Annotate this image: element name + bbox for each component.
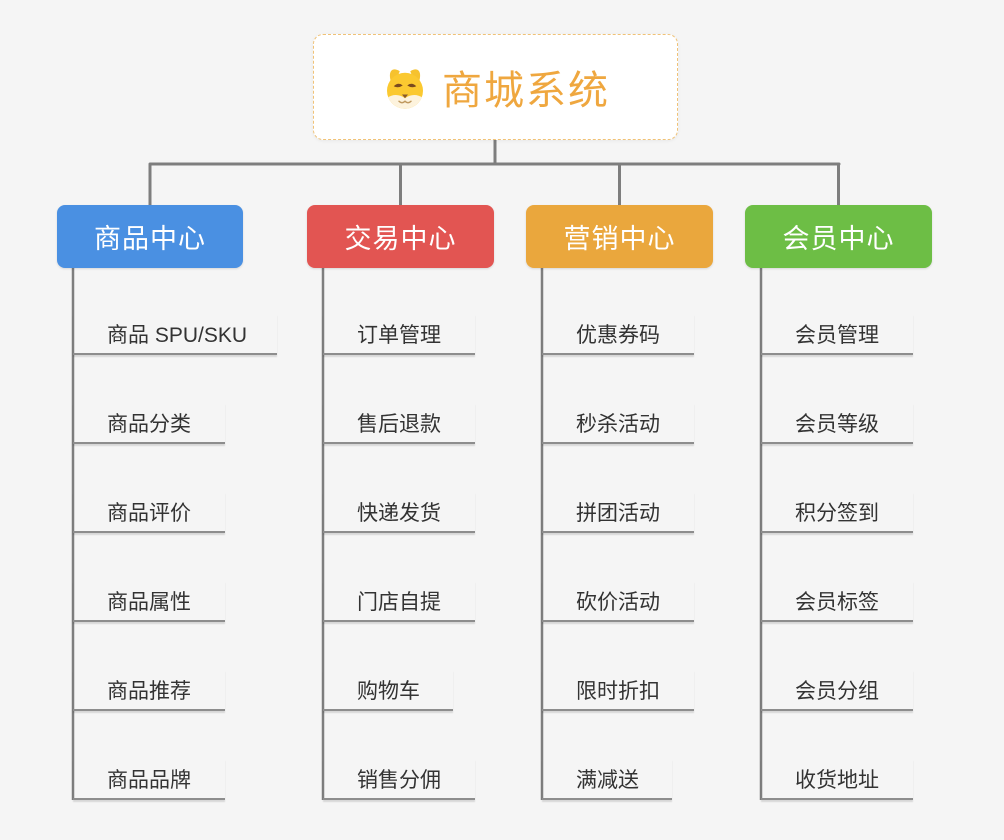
leaf-label: 购物车 — [357, 680, 420, 703]
leaf-node[interactable]: 商品推荐 — [73, 670, 225, 711]
leaf-label: 快递发货 — [357, 502, 441, 525]
leaf-label: 商品推荐 — [107, 680, 191, 703]
leaf-label: 收货地址 — [795, 769, 879, 792]
leaf-node[interactable]: 售后退款 — [323, 403, 475, 444]
leaf-label: 会员分组 — [795, 680, 879, 703]
leaf-node[interactable]: 商品属性 — [73, 581, 225, 622]
leaf-node[interactable]: 商品评价 — [73, 492, 225, 533]
leaf-label: 订单管理 — [357, 324, 441, 347]
branch-node-marketing-center[interactable]: 营销中心 — [526, 205, 713, 268]
leaf-label: 砍价活动 — [576, 591, 660, 614]
leaf-node[interactable]: 快递发货 — [323, 492, 475, 533]
branch-node-trade-center[interactable]: 交易中心 — [307, 205, 494, 268]
leaf-node[interactable]: 优惠券码 — [542, 314, 694, 355]
leaf-node[interactable]: 会员标签 — [761, 581, 913, 622]
root-to-branches-connector — [148, 138, 841, 207]
leaf-label: 商品 SPU/SKU — [107, 324, 248, 347]
leaf-label: 商品评价 — [107, 502, 191, 525]
leaf-node[interactable]: 满减送 — [542, 759, 672, 800]
leaf-node[interactable]: 商品分类 — [73, 403, 225, 444]
leaf-node[interactable]: 商品 SPU/SKU — [73, 314, 277, 355]
leaf-label: 满减送 — [576, 769, 639, 792]
leaf-node[interactable]: 会员分组 — [761, 670, 913, 711]
leaf-node[interactable]: 订单管理 — [323, 314, 475, 355]
branch-label: 商品中心 — [94, 224, 206, 254]
leaf-node[interactable]: 积分签到 — [761, 492, 913, 533]
dog-face-icon — [387, 69, 423, 109]
leaf-node[interactable]: 收货地址 — [761, 759, 913, 800]
leaf-label: 积分签到 — [795, 502, 879, 525]
leaf-label: 售后退款 — [357, 413, 441, 436]
branch-label: 会员中心 — [782, 224, 895, 254]
root-node[interactable]: 商城系统 — [313, 34, 678, 140]
leaf-label: 会员标签 — [795, 591, 879, 614]
leaf-node[interactable]: 会员等级 — [761, 403, 913, 444]
leaf-label: 秒杀活动 — [576, 413, 660, 436]
branch-node-product-center[interactable]: 商品中心 — [57, 205, 243, 268]
leaf-label: 门店自提 — [357, 591, 441, 614]
leaf-node[interactable]: 会员管理 — [761, 314, 913, 355]
branch-label: 交易中心 — [344, 224, 457, 254]
leaf-node[interactable]: 限时折扣 — [542, 670, 694, 711]
leaf-label: 拼团活动 — [576, 502, 660, 525]
leaf-node[interactable]: 购物车 — [323, 670, 453, 711]
leaf-node[interactable]: 商品品牌 — [73, 759, 225, 800]
leaf-node[interactable]: 销售分佣 — [323, 759, 475, 800]
leaf-label: 优惠券码 — [576, 324, 660, 347]
leaf-node[interactable]: 门店自提 — [323, 581, 475, 622]
leaf-label: 限时折扣 — [576, 680, 660, 703]
leaf-label: 商品属性 — [107, 591, 191, 614]
root-title: 商城系统 — [442, 69, 610, 113]
leaf-label: 销售分佣 — [357, 769, 441, 792]
leaf-label: 会员等级 — [795, 413, 879, 436]
leaf-label: 会员管理 — [795, 324, 879, 347]
leaf-node[interactable]: 砍价活动 — [542, 581, 694, 622]
leaf-label: 商品分类 — [107, 413, 191, 436]
leaf-node[interactable]: 拼团活动 — [542, 492, 694, 533]
branch-spine-lines — [71, 268, 763, 800]
branch-label: 营销中心 — [563, 224, 676, 254]
leaf-label: 商品品牌 — [107, 769, 191, 792]
leaf-node[interactable]: 秒杀活动 — [542, 403, 694, 444]
branch-node-member-center[interactable]: 会员中心 — [745, 205, 932, 268]
